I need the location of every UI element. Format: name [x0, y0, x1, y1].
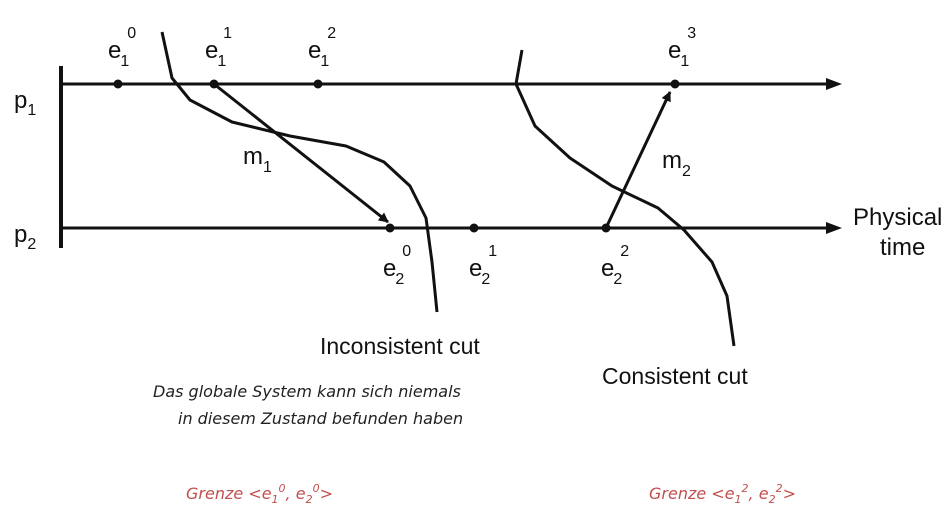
timeline-p2-arrow	[826, 222, 842, 234]
event-dot-e2-1	[469, 223, 479, 233]
process-label-p2: p2	[14, 221, 36, 253]
message-label-m1: m1	[243, 143, 272, 176]
message-arrow-m1	[213, 82, 389, 224]
axis-label-line2: time	[880, 234, 925, 261]
event-label-e1-1: e11	[205, 25, 232, 70]
event-label-e2-0: e20	[383, 243, 411, 288]
process-label-p1: p1	[14, 87, 36, 119]
event-label-e1-0: e10	[108, 25, 136, 70]
grenze-label-consistent: Grenze <e12, e22>	[649, 482, 796, 506]
message-label-m2: m2	[662, 147, 691, 180]
consistent-cut-label: Consistent cut	[602, 363, 748, 389]
event-label-e1-2: e12	[308, 25, 336, 70]
note-line-1: Das globale System kann sich niemals	[153, 382, 461, 401]
event-label-e2-1: e21	[469, 243, 497, 288]
event-label-e2-2: e22	[601, 243, 629, 288]
inconsistent-cut-curve	[160, 31, 439, 313]
event-dot-e1-3	[670, 79, 680, 89]
grenze-label-inconsistent: Grenze <e10, e20>	[186, 482, 333, 506]
message-arrow-m2	[604, 91, 672, 229]
event-dot-e1-2	[313, 79, 323, 89]
event-label-e1-3: e13	[668, 25, 696, 70]
timeline-p1-arrow	[826, 78, 842, 90]
inconsistent-cut-label: Inconsistent cut	[320, 333, 480, 359]
consistent-cut-curve	[514, 49, 736, 347]
axis-label-line1: Physical	[853, 204, 942, 231]
event-dot-e2-0	[385, 223, 395, 233]
event-dot-e1-0	[113, 79, 123, 89]
note-line-2: in diesem Zustand befunden haben	[178, 409, 463, 428]
